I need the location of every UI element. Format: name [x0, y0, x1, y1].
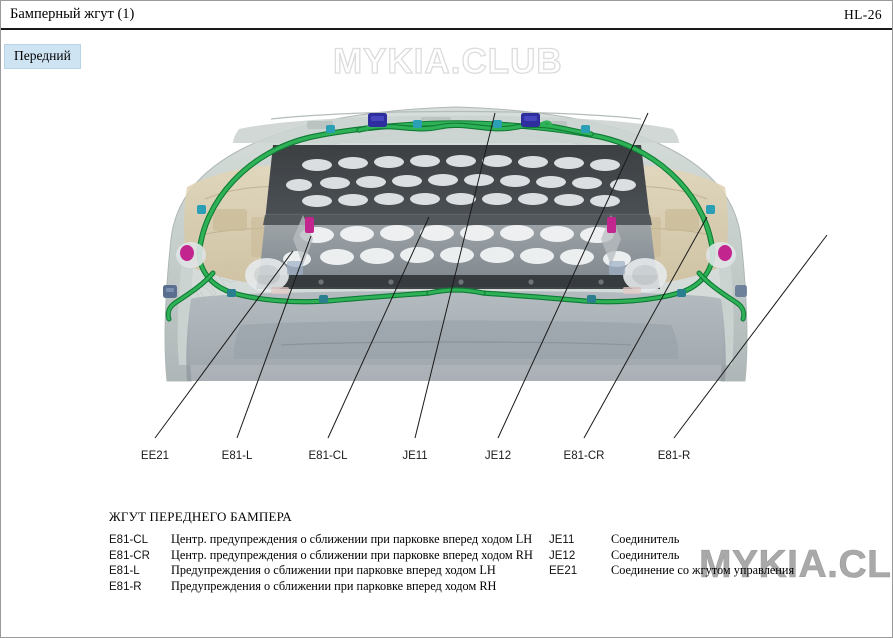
- legend-code: EE21: [549, 565, 578, 577]
- connector-e81-r: [706, 242, 736, 268]
- legend-block: ЖГУТ ПЕРЕДНЕГО БАМПЕРА E81-CL Центр. пре…: [109, 509, 869, 602]
- legend-code: JE11: [549, 534, 575, 546]
- legend-column-left: E81-CL Центр. предупреждения о сближении…: [109, 532, 533, 594]
- connector-e81-cr: [607, 217, 616, 233]
- watermark-top: MYKIA.CLUB: [332, 41, 563, 81]
- connector-e81-l: [176, 242, 206, 268]
- callout-label-ee21: EE21: [140, 450, 170, 462]
- page-number: HL-26: [844, 7, 882, 22]
- legend-description: Предупреждения о сближении при парковке …: [171, 563, 496, 577]
- section-tab-front[interactable]: Передний: [4, 44, 81, 69]
- legend-column-right: JE11 Соединитель JE12 Соединитель EE21 С…: [549, 532, 794, 579]
- legend-description: Соединитель: [611, 532, 680, 546]
- callout-label-e81-cl: E81-CL: [308, 450, 348, 462]
- callout-label-e81-l: E81-L: [221, 450, 253, 462]
- legend-row: E81-CR Центр. предупреждения о сближении…: [109, 548, 533, 564]
- legend-row: E81-CL Центр. предупреждения о сближении…: [109, 532, 533, 548]
- page-header: Бамперный жгут (1) HL-26: [1, 1, 892, 30]
- legend-description: Предупреждения о сближении при парковке …: [171, 578, 497, 593]
- legend-title: ЖГУТ ПЕРЕДНЕГО БАМПЕРА: [109, 509, 293, 524]
- legend-row: EE21 Соединение со жгутом управления: [549, 563, 794, 579]
- legend-description: Соединение со жгутом управления: [611, 563, 795, 577]
- callout-label-je11: JE11: [402, 450, 428, 462]
- legend-code: JE12: [549, 549, 576, 562]
- legend-code: E81-R: [109, 580, 142, 593]
- legend-description: Центр. предупреждения о сближении при па…: [171, 532, 533, 546]
- connector-je11: [368, 113, 387, 127]
- legend-code: E81-CL: [109, 534, 148, 546]
- page-title: Бамперный жгут (1): [10, 6, 135, 22]
- legend-code: E81-L: [109, 565, 140, 577]
- callout-label-e81-cr: E81-CR: [563, 450, 605, 462]
- legend-row: JE12 Соединитель: [549, 548, 794, 564]
- legend-row: E81-R Предупреждения о сближении при пар…: [109, 579, 533, 595]
- lower-valance: [186, 291, 726, 381]
- connector-ee21: [163, 285, 177, 298]
- legend-code: E81-CR: [109, 549, 150, 562]
- legend-row: JE11 Соединитель: [549, 532, 794, 548]
- legend-description: Соединитель: [611, 547, 680, 562]
- connector-misc-right: [735, 285, 747, 297]
- legend-description: Центр. предупреждения о сближении при па…: [171, 547, 533, 562]
- bumper-assembly-diagram: [121, 89, 791, 399]
- callout-label-je12: JE12: [484, 450, 512, 462]
- connector-je12: [521, 113, 540, 127]
- callout-label-e81-r: E81-R: [657, 450, 691, 462]
- connector-e81-cl: [305, 217, 314, 233]
- callout-label-row: EE21 E81-L E81-CL JE11 JE12 E81-CR E81-R: [1, 441, 892, 467]
- front-grille: [256, 145, 660, 289]
- legend-row: E81-L Предупреждения о сближении при пар…: [109, 563, 533, 579]
